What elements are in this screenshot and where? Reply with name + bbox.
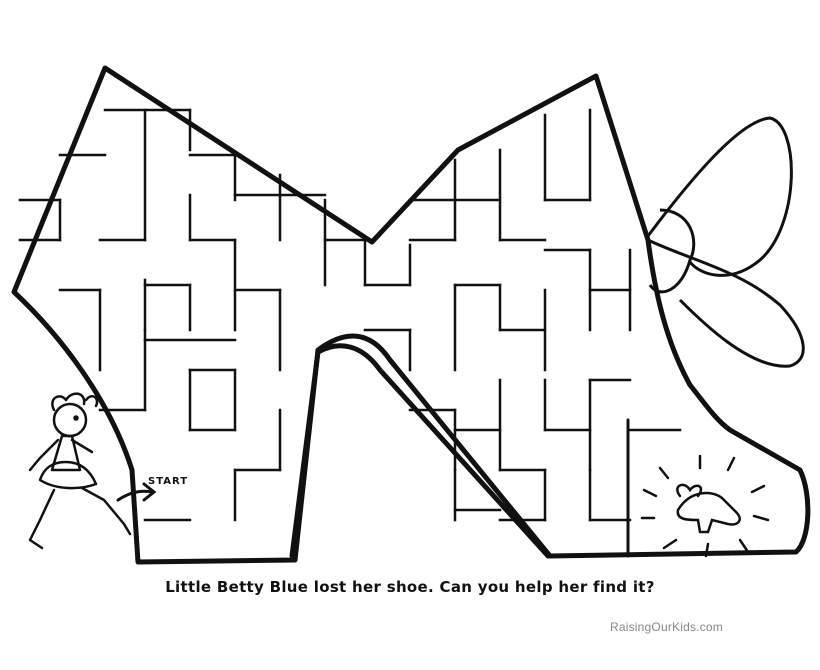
- shoe-outer-contour: [11, 65, 811, 565]
- lost-shoe-icon[interactable]: [640, 454, 770, 558]
- maze-caption: Little Betty Blue lost her shoe. Can you…: [165, 578, 655, 596]
- start-label: START: [148, 476, 189, 487]
- girl-figure: [28, 392, 132, 550]
- bow-icon: [646, 116, 805, 368]
- maze-walls: [18, 108, 682, 522]
- shoe-outline: [11, 65, 811, 565]
- shoe-arch: [289, 343, 551, 559]
- credit-watermark: RaisingOurKids.com: [610, 620, 723, 634]
- start-arrow-icon: [116, 482, 157, 502]
